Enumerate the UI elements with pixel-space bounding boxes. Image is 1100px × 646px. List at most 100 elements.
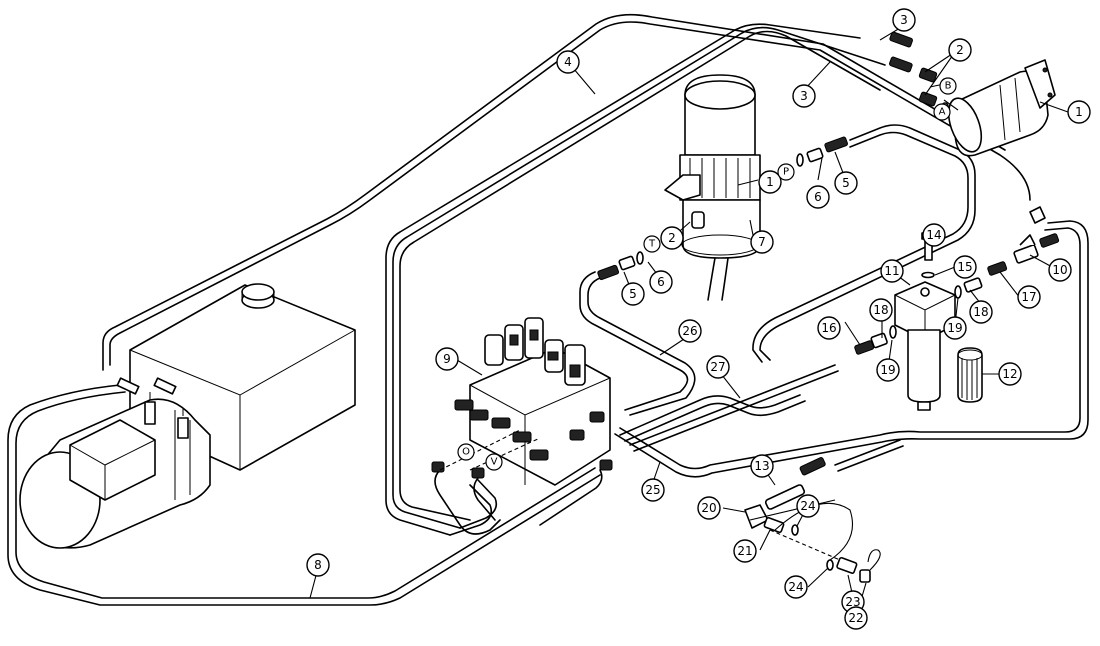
fitting-13 xyxy=(764,484,806,510)
balloon-label: 20 xyxy=(701,501,716,515)
balloon-circle xyxy=(892,8,916,32)
hose-8 xyxy=(7,384,601,606)
balloon-circle xyxy=(922,223,946,247)
balloon-25: 16 xyxy=(817,316,841,340)
balloon-circle xyxy=(706,355,730,379)
balloon-circle xyxy=(678,319,702,343)
balloon-label: 10 xyxy=(1052,263,1067,277)
balloon-label: 2 xyxy=(668,231,676,245)
balloon-10: 6 xyxy=(649,270,673,294)
balloon-circle xyxy=(796,494,820,518)
port-marker-2: P xyxy=(777,163,795,181)
balloon-label: 21 xyxy=(737,544,752,558)
balloon-circle xyxy=(733,539,757,563)
balloon-circle xyxy=(660,226,684,250)
balloon-label: 14 xyxy=(926,228,941,242)
balloon-circle xyxy=(1017,285,1041,309)
balloon-label: 7 xyxy=(758,235,766,249)
balloon-29: 20 xyxy=(697,496,721,520)
hose-manifold-out-b xyxy=(473,477,496,521)
balloon-circle xyxy=(306,553,330,577)
balloon-31: 21 xyxy=(733,539,757,563)
balloon-17: 11 xyxy=(880,259,904,283)
balloon-7: 6 xyxy=(806,185,830,209)
balloon-circle xyxy=(1067,100,1091,124)
port-marker-0: B xyxy=(939,77,957,95)
balloon-label: 6 xyxy=(657,275,665,289)
balloon-circle xyxy=(641,478,665,502)
hose-valve-lower xyxy=(539,469,603,526)
balloon-label: 18 xyxy=(873,303,888,317)
balloon-label: 3 xyxy=(900,13,908,27)
balloon-circle xyxy=(649,270,673,294)
port-marker-circle xyxy=(933,103,951,121)
balloon-circle xyxy=(750,230,774,254)
balloon-label: 17 xyxy=(1021,290,1036,304)
balloon-label: 23 xyxy=(845,595,860,609)
port-marker-label: P xyxy=(783,167,789,178)
port-marker-circle xyxy=(777,163,795,181)
balloon-20: 10 xyxy=(1048,258,1072,282)
filter-base xyxy=(682,199,761,259)
hose-3-return-b xyxy=(459,479,498,529)
balloon-22: 18 xyxy=(969,300,993,324)
port-marker-circle xyxy=(939,77,957,95)
balloon-30: 24 xyxy=(796,494,820,518)
hose-26 xyxy=(579,271,689,411)
balloon-circle xyxy=(834,171,858,195)
hose-routes xyxy=(7,13,1089,606)
balloon-27: 12 xyxy=(998,362,1022,386)
balloon-12: 9 xyxy=(435,347,459,371)
filter-cable xyxy=(707,257,729,301)
balloon-1: 2 xyxy=(948,38,972,62)
balloon-label: 2 xyxy=(956,43,964,57)
manifold-fittings xyxy=(431,399,613,479)
balloon-circle xyxy=(869,298,893,322)
balloon-9: 2 xyxy=(660,226,684,250)
balloon-11: 5 xyxy=(621,282,645,306)
balloon-circle xyxy=(758,170,782,194)
balloon-label: 3 xyxy=(800,89,808,103)
balloon-23: 19 xyxy=(943,316,967,340)
actuator-flange xyxy=(1024,59,1056,109)
port-marker-circle xyxy=(643,235,661,253)
balloon-circle xyxy=(880,259,904,283)
pressure-filter-11 xyxy=(894,281,983,411)
balloon-label: 13 xyxy=(754,459,769,473)
balloon-label: 26 xyxy=(682,324,697,338)
hose-8b xyxy=(15,391,596,599)
port-marker-circle xyxy=(485,453,503,471)
balloon-label: 4 xyxy=(564,55,572,69)
balloon-label: 11 xyxy=(884,264,899,278)
balloon-circle xyxy=(953,255,977,279)
port-marker-5: V xyxy=(485,453,503,471)
balloon-21: 17 xyxy=(1017,285,1041,309)
balloon-label: 1 xyxy=(1075,105,1083,119)
balloon-label: 9 xyxy=(443,352,451,366)
balloon-14: 27 xyxy=(706,355,730,379)
balloon-circle xyxy=(621,282,645,306)
filter-11-bowl xyxy=(907,329,941,403)
balloon-26: 19 xyxy=(876,358,900,382)
balloon-5: 1 xyxy=(758,170,782,194)
balloon-label: 5 xyxy=(842,176,850,190)
balloon-2: 3 xyxy=(892,8,916,32)
balloon-28: 13 xyxy=(750,454,774,478)
hose-pressure-loop xyxy=(759,124,976,361)
balloon-circle xyxy=(697,496,721,520)
balloon-label: 25 xyxy=(645,483,660,497)
valve-stack xyxy=(484,317,586,386)
balloon-circle xyxy=(784,575,808,599)
balloon-3: 3 xyxy=(792,84,816,108)
balloon-label: 22 xyxy=(848,611,863,625)
tank-fittings xyxy=(116,377,189,439)
hose-26b xyxy=(587,277,696,416)
hose-3c xyxy=(399,30,881,521)
return-filter-7 xyxy=(664,74,761,301)
balloon-label: 18 xyxy=(973,305,988,319)
hose-4b xyxy=(102,13,1006,371)
balloon-circle xyxy=(806,185,830,209)
balloon-label: 5 xyxy=(629,287,637,301)
port-marker-label: O xyxy=(462,447,470,458)
